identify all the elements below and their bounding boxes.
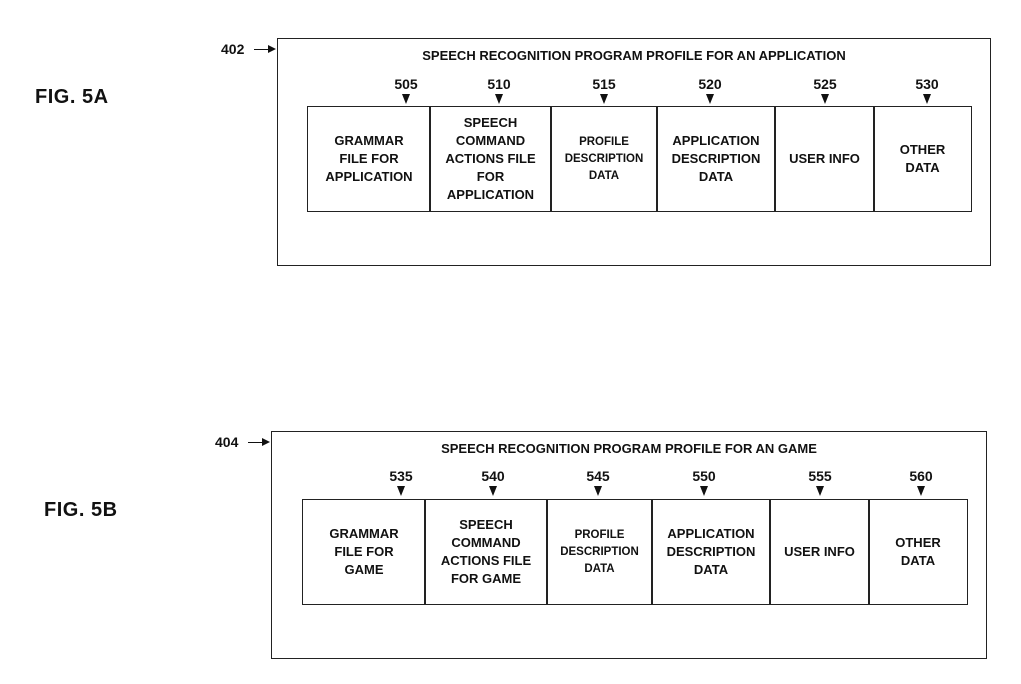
callout-number: 550 xyxy=(692,468,716,484)
profile-box-application: SPEECH RECOGNITION PROGRAM PROFILE FOR A… xyxy=(277,38,991,266)
reference-404: 404 xyxy=(215,434,239,450)
callout-560: 560 xyxy=(896,468,946,496)
callout-number: 525 xyxy=(813,76,837,92)
callout-arrow xyxy=(397,486,405,496)
application-description-cell: APPLICATION DESCRIPTION DATA xyxy=(656,106,776,212)
callout-510: 510 xyxy=(474,76,524,104)
callout-number: 555 xyxy=(808,468,832,484)
reference-402: 402 xyxy=(221,41,245,57)
callout-arrow xyxy=(706,94,714,104)
callout-arrow xyxy=(600,94,608,104)
callout-arrow xyxy=(700,486,708,496)
figure-5b-label: FIG. 5B xyxy=(44,499,118,521)
user-info-cell: USER INFO xyxy=(774,106,875,212)
callout-545: 545 xyxy=(573,468,623,496)
profile-title-application: SPEECH RECOGNITION PROGRAM PROFILE FOR A… xyxy=(422,48,846,63)
reference-402-arrow xyxy=(254,45,276,53)
callout-number: 560 xyxy=(909,468,933,484)
speech-command-actions-cell: SPEECH COMMAND ACTIONS FILE FOR GAME xyxy=(424,499,548,605)
callout-arrow xyxy=(402,94,410,104)
callout-540: 540 xyxy=(468,468,518,496)
callout-530: 530 xyxy=(902,76,952,104)
callout-number: 510 xyxy=(487,76,511,92)
callout-555: 555 xyxy=(795,468,845,496)
application-description-cell: APPLICATION DESCRIPTION DATA xyxy=(651,499,771,605)
callout-number: 540 xyxy=(481,468,505,484)
callout-525: 525 xyxy=(800,76,850,104)
callout-number: 545 xyxy=(586,468,610,484)
profile-title-game: SPEECH RECOGNITION PROGRAM PROFILE FOR A… xyxy=(441,441,817,456)
callout-number: 515 xyxy=(592,76,616,92)
callout-arrow xyxy=(594,486,602,496)
callout-505: 505 xyxy=(381,76,431,104)
callout-number: 535 xyxy=(389,468,413,484)
reference-404-arrow xyxy=(248,438,270,446)
profile-box-game: SPEECH RECOGNITION PROGRAM PROFILE FOR A… xyxy=(271,431,987,659)
figure-5a-label: FIG. 5A xyxy=(35,86,109,108)
grammar-file-cell: GRAMMAR FILE FOR GAME xyxy=(302,499,426,605)
callout-520: 520 xyxy=(685,76,735,104)
callout-number: 530 xyxy=(915,76,939,92)
callout-number: 520 xyxy=(698,76,722,92)
speech-command-actions-cell: SPEECH COMMAND ACTIONS FILE FOR APPLICAT… xyxy=(429,106,552,212)
callout-arrow xyxy=(495,94,503,104)
callout-number: 505 xyxy=(394,76,418,92)
callout-arrow xyxy=(923,94,931,104)
other-data-cell: OTHER DATA xyxy=(868,499,968,605)
callout-535: 535 xyxy=(376,468,426,496)
other-data-cell: OTHER DATA xyxy=(873,106,972,212)
callout-arrow xyxy=(821,94,829,104)
callout-550: 550 xyxy=(679,468,729,496)
grammar-file-cell: GRAMMAR FILE FOR APPLICATION xyxy=(307,106,431,212)
profile-description-cell: PROFILE DESCRIPTION DATA xyxy=(546,499,653,605)
callout-arrow xyxy=(489,486,497,496)
callout-arrow xyxy=(816,486,824,496)
user-info-cell: USER INFO xyxy=(769,499,870,605)
profile-description-cell: PROFILE DESCRIPTION DATA xyxy=(550,106,658,212)
callout-arrow xyxy=(917,486,925,496)
callout-515: 515 xyxy=(579,76,629,104)
